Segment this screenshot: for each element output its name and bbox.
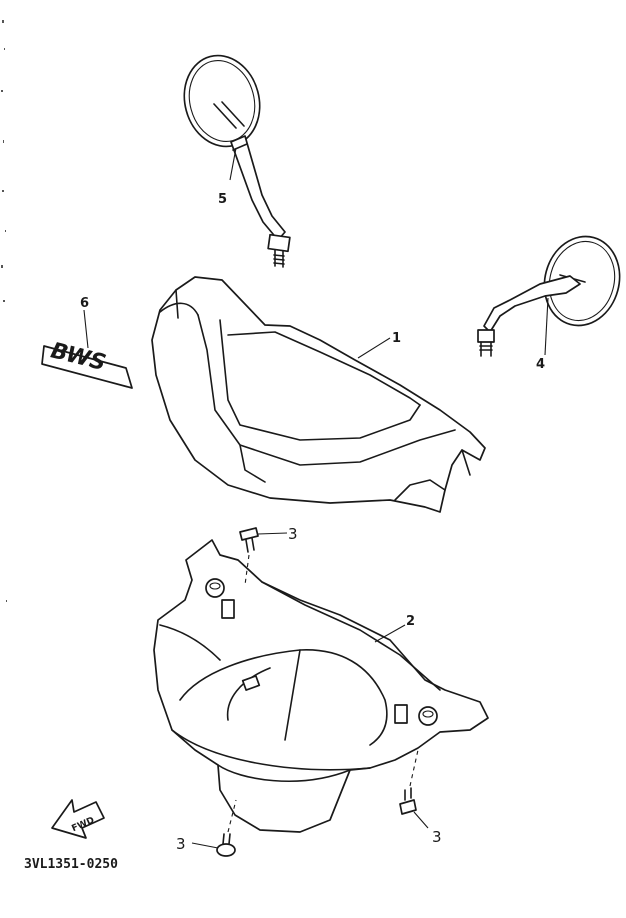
scan-edge-noise [1,20,7,602]
rear-handlebar-cover[interactable] [153,539,489,833]
mirror-right[interactable] [477,228,626,357]
screw-bottom[interactable] [216,799,237,857]
screw-top[interactable] [239,527,259,586]
screw-right[interactable] [399,749,419,815]
emblem-bws[interactable]: BWS [41,338,133,389]
callout-front-cover: 1 [392,331,401,346]
leader-lines [83,147,549,849]
callout-screw-right: 3 [432,828,442,846]
mirror-left[interactable] [174,47,291,268]
callout-screw-bottom: 3 [176,835,186,853]
drawing-code: 3VL1351-0250 [24,857,118,872]
callout-rear-cover: 2 [406,614,415,629]
forward-direction-arrow: FWD [51,799,105,839]
front-handlebar-cover[interactable] [151,276,486,513]
callout-screw-top: 3 [288,525,298,543]
callout-mirror-left: 5 [218,192,227,207]
callout-mirror-right: 4 [536,357,545,372]
callout-emblem: 6 [80,296,89,311]
